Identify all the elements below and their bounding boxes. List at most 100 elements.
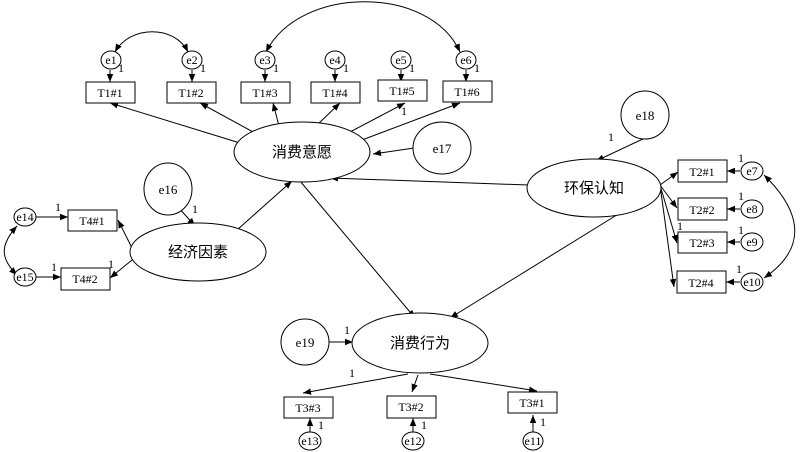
label-one: 1 (318, 418, 324, 432)
error-label: e12 (404, 434, 421, 448)
error-e17[interactable]: e17 (412, 121, 472, 175)
latent-label: 消费意愿 (272, 143, 332, 161)
error-e7[interactable]: e7 (740, 161, 764, 181)
error-e19[interactable]: e19 (280, 318, 330, 366)
error-label: e5 (395, 53, 406, 67)
indicator-T1_5[interactable]: T1#5 (377, 79, 428, 102)
indicator-T1_4[interactable]: T1#4 (310, 81, 361, 104)
latent-behavior[interactable]: 消费行为 (351, 312, 489, 374)
loading-intention-T1_5 (349, 102, 406, 133)
path-e17-intention (372, 147, 415, 157)
label-one: 1 (200, 61, 206, 75)
indicator-label: T1#6 (454, 85, 479, 99)
error-e1[interactable]: e1 (100, 50, 122, 70)
covariance-e14-e15 (3, 225, 18, 276)
label-one: 1 (738, 189, 744, 203)
indicator-T3_1[interactable]: T3#1 (507, 391, 558, 414)
loading-behavior-T3_3 (302, 373, 409, 395)
indicator-label: T2#2 (689, 203, 714, 217)
label-one: 1 (474, 61, 480, 75)
error-e12[interactable]: e12 (401, 431, 425, 451)
error-e14[interactable]: e14 (13, 207, 37, 227)
error-label: e6 (460, 53, 471, 67)
error-e10[interactable]: e10 (740, 272, 764, 292)
indicator-T3_3[interactable]: T3#3 (283, 396, 334, 419)
label-one: 1 (51, 260, 57, 274)
path-intention-behavior (299, 180, 416, 319)
error-label: e9 (746, 235, 757, 249)
loading-economic-T4_1 (117, 219, 133, 249)
label-one: 1 (108, 257, 114, 271)
indicator-T2_4[interactable]: T2#4 (676, 270, 727, 294)
indicator-label: T1#5 (389, 84, 414, 98)
indicator-label: T4#2 (72, 272, 97, 286)
error-label: e15 (16, 270, 33, 284)
covariance-e1-e2 (114, 31, 189, 53)
latent-variables: 消费意愿 经济因素 环保认知 消费行为 (129, 121, 662, 374)
error-e18[interactable]: e18 (620, 90, 670, 140)
indicator-T1_2[interactable]: T1#2 (166, 81, 217, 104)
error-e13[interactable]: e13 (298, 431, 322, 451)
latent-environmental[interactable]: 环保认知 (526, 158, 662, 218)
error-label: e4 (329, 53, 340, 67)
error-label: e1 (105, 53, 116, 67)
error-label: e17 (433, 141, 452, 156)
indicator-T4_2[interactable]: T4#2 (60, 267, 111, 291)
indicator-T2_1[interactable]: T2#1 (677, 159, 728, 183)
path-economic-intention (236, 180, 293, 231)
indicator-T4_1[interactable]: T4#1 (67, 209, 118, 232)
indicator-label: T3#3 (295, 401, 320, 415)
label-one: 1 (677, 219, 683, 233)
error-label: e2 (186, 53, 197, 67)
error-e16[interactable]: e16 (143, 162, 193, 216)
error-e9[interactable]: e9 (740, 232, 764, 252)
label-one: 1 (738, 151, 744, 165)
loading-environmental-T2_4 (659, 184, 677, 288)
indicator-label: T4#1 (79, 214, 104, 228)
loading-intention-T1_1 (109, 102, 241, 144)
path-e18-environmental (595, 137, 646, 162)
indicator-T2_3[interactable]: T2#3 (677, 231, 728, 254)
label-one: 1 (343, 61, 349, 75)
error-e15[interactable]: e15 (13, 267, 37, 287)
label-one: 1 (608, 130, 614, 144)
error-label: e8 (746, 202, 757, 216)
indicator-T2_2[interactable]: T2#2 (677, 197, 728, 221)
label-one: 1 (118, 61, 124, 75)
error-label: e14 (16, 210, 33, 224)
loading-intention-T1_2 (199, 102, 256, 134)
latent-economic[interactable]: 经济因素 (129, 222, 267, 282)
latent-label: 消费行为 (390, 335, 450, 352)
loading-environmental-T2_1 (659, 171, 679, 186)
path-environmental-intention (329, 175, 529, 186)
loading-behavior-T3_2 (411, 374, 419, 393)
error-e11[interactable]: e11 (522, 431, 544, 451)
latent-label: 经济因素 (168, 244, 228, 261)
label-one: 1 (55, 200, 61, 214)
label-one: 1 (273, 61, 279, 75)
path-environmental-behavior (449, 212, 621, 319)
indicator-T1_3[interactable]: T1#3 (240, 81, 291, 104)
error-label: e19 (296, 335, 315, 350)
error-e6[interactable]: e6 (455, 50, 477, 70)
indicator-T1_6[interactable]: T1#6 (442, 80, 493, 103)
error-e4[interactable]: e4 (324, 50, 346, 70)
error-e2[interactable]: e2 (181, 50, 203, 70)
label-one: 1 (344, 323, 350, 337)
loading-intention-T1_6 (361, 102, 461, 141)
error-label: e7 (746, 164, 757, 178)
edges (3, 1, 796, 432)
indicator-T3_2[interactable]: T3#2 (386, 395, 437, 419)
indicator-T1_1[interactable]: T1#1 (85, 81, 136, 104)
label-one: 1 (192, 202, 198, 216)
error-e8[interactable]: e8 (740, 199, 764, 219)
indicator-label: T3#2 (398, 400, 423, 414)
indicator-label: T2#3 (689, 236, 714, 250)
error-e5[interactable]: e5 (390, 50, 412, 70)
loading-behavior-T3_1 (429, 373, 538, 393)
indicator-label: T2#1 (689, 165, 714, 179)
latent-intention[interactable]: 消费意愿 (233, 121, 371, 183)
error-label: e3 (259, 53, 270, 67)
error-e3[interactable]: e3 (254, 50, 276, 70)
indicator-label: T3#1 (519, 396, 544, 410)
